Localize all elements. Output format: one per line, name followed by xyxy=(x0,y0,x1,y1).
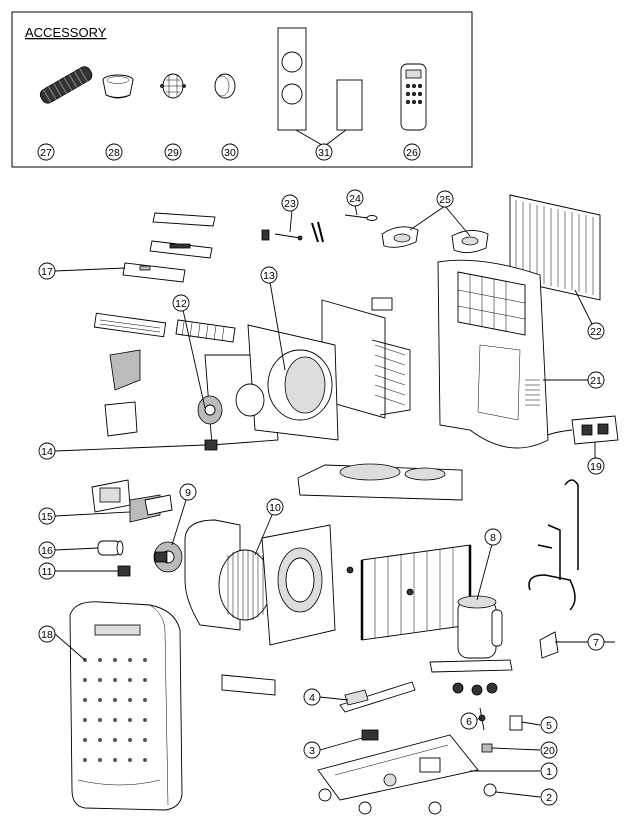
callout-6: 6 xyxy=(460,712,478,730)
callout-16: 16 xyxy=(38,541,56,559)
svg-text:18: 18 xyxy=(41,629,53,641)
callout-26: 26 xyxy=(403,143,421,161)
svg-text:13: 13 xyxy=(263,270,275,282)
compressor xyxy=(429,595,513,696)
ring-connector-part xyxy=(214,73,236,99)
control-panel-boards xyxy=(122,212,216,283)
filter-covers xyxy=(381,226,489,253)
round-grille-part xyxy=(160,73,186,99)
duct-adapter-part xyxy=(102,74,134,99)
svg-text:25: 25 xyxy=(439,194,451,206)
svg-text:23: 23 xyxy=(284,198,296,210)
svg-text:6: 6 xyxy=(466,716,472,728)
front-strip xyxy=(221,674,276,696)
svg-text:8: 8 xyxy=(490,532,496,544)
leader-lines xyxy=(54,204,615,798)
upper-fan-assembly xyxy=(93,312,339,451)
evaporator-coil xyxy=(321,297,411,419)
svg-text:29: 29 xyxy=(167,147,179,159)
callout-9: 9 xyxy=(179,483,197,501)
drain-parts xyxy=(339,681,416,741)
svg-text:7: 7 xyxy=(593,637,599,649)
accessory-box: ACCESSORY xyxy=(11,11,473,168)
callout-8: 8 xyxy=(484,528,502,546)
callout-13: 13 xyxy=(260,266,278,284)
svg-text:12: 12 xyxy=(175,298,187,310)
callouts: 17 12 13 14 23 24 25 22 21 19 15 9 10 16… xyxy=(38,189,605,806)
svg-text:24: 24 xyxy=(349,193,361,205)
valve-parts xyxy=(478,707,523,753)
casters xyxy=(318,783,497,815)
callout-3: 3 xyxy=(303,741,321,759)
callout-19: 19 xyxy=(587,457,605,475)
svg-text:10: 10 xyxy=(269,502,281,514)
callout-21: 21 xyxy=(587,371,605,389)
svg-text:21: 21 xyxy=(590,375,602,387)
callout-2: 2 xyxy=(540,788,558,806)
callout-5: 5 xyxy=(540,716,558,734)
callout-12: 12 xyxy=(172,294,190,312)
callout-23: 23 xyxy=(281,194,299,212)
callout-10: 10 xyxy=(266,498,284,516)
svg-text:14: 14 xyxy=(41,446,53,458)
svg-text:16: 16 xyxy=(41,545,53,557)
refrigerant-pipes xyxy=(528,479,579,659)
svg-text:9: 9 xyxy=(185,487,191,499)
callout-28: 28 xyxy=(105,143,123,161)
svg-text:2: 2 xyxy=(546,792,552,804)
svg-text:30: 30 xyxy=(224,147,236,159)
fan-motor xyxy=(153,541,183,573)
callout-17: 17 xyxy=(38,262,56,280)
svg-text:20: 20 xyxy=(543,745,555,757)
capacitor xyxy=(97,540,124,556)
condenser-coil xyxy=(346,544,472,641)
callout-22: 22 xyxy=(587,322,605,340)
svg-text:1: 1 xyxy=(546,766,552,778)
callout-29: 29 xyxy=(164,143,182,161)
window-panels-part xyxy=(277,27,363,146)
power-box xyxy=(547,415,619,445)
callout-25: 25 xyxy=(436,190,454,208)
back-cabinet xyxy=(437,259,549,449)
small-connector xyxy=(117,565,131,577)
callout-4: 4 xyxy=(303,688,321,706)
control-box xyxy=(91,479,173,523)
front-cabinet xyxy=(69,601,183,811)
svg-text:26: 26 xyxy=(406,147,418,159)
callout-27: 27 xyxy=(37,143,55,161)
base-chassis xyxy=(317,734,497,815)
svg-text:5: 5 xyxy=(546,720,552,732)
svg-text:17: 17 xyxy=(41,266,53,278)
flexible-duct-part xyxy=(39,66,93,104)
callout-20: 20 xyxy=(540,741,558,759)
drain-tray xyxy=(297,463,463,501)
svg-text:27: 27 xyxy=(40,147,52,159)
callout-31: 31 xyxy=(315,143,333,161)
svg-text:31: 31 xyxy=(318,147,330,159)
sensor-parts xyxy=(261,214,378,243)
callout-7: 7 xyxy=(587,633,605,651)
svg-text:15: 15 xyxy=(41,511,53,523)
svg-text:28: 28 xyxy=(108,147,120,159)
svg-text:4: 4 xyxy=(309,692,315,704)
svg-text:22: 22 xyxy=(590,326,602,338)
callout-1: 1 xyxy=(540,762,558,780)
callout-14: 14 xyxy=(38,442,56,460)
callout-24: 24 xyxy=(346,189,364,207)
callout-15: 15 xyxy=(38,507,56,525)
svg-text:11: 11 xyxy=(42,566,53,578)
callout-30: 30 xyxy=(221,143,239,161)
remote-control-part xyxy=(400,63,427,131)
lower-fan-assembly xyxy=(184,519,336,646)
callout-18: 18 xyxy=(38,625,56,643)
svg-text:19: 19 xyxy=(590,461,602,473)
accessory-title: ACCESSORY xyxy=(25,25,107,40)
svg-text:3: 3 xyxy=(309,745,315,757)
callout-11: 11 xyxy=(38,562,56,580)
